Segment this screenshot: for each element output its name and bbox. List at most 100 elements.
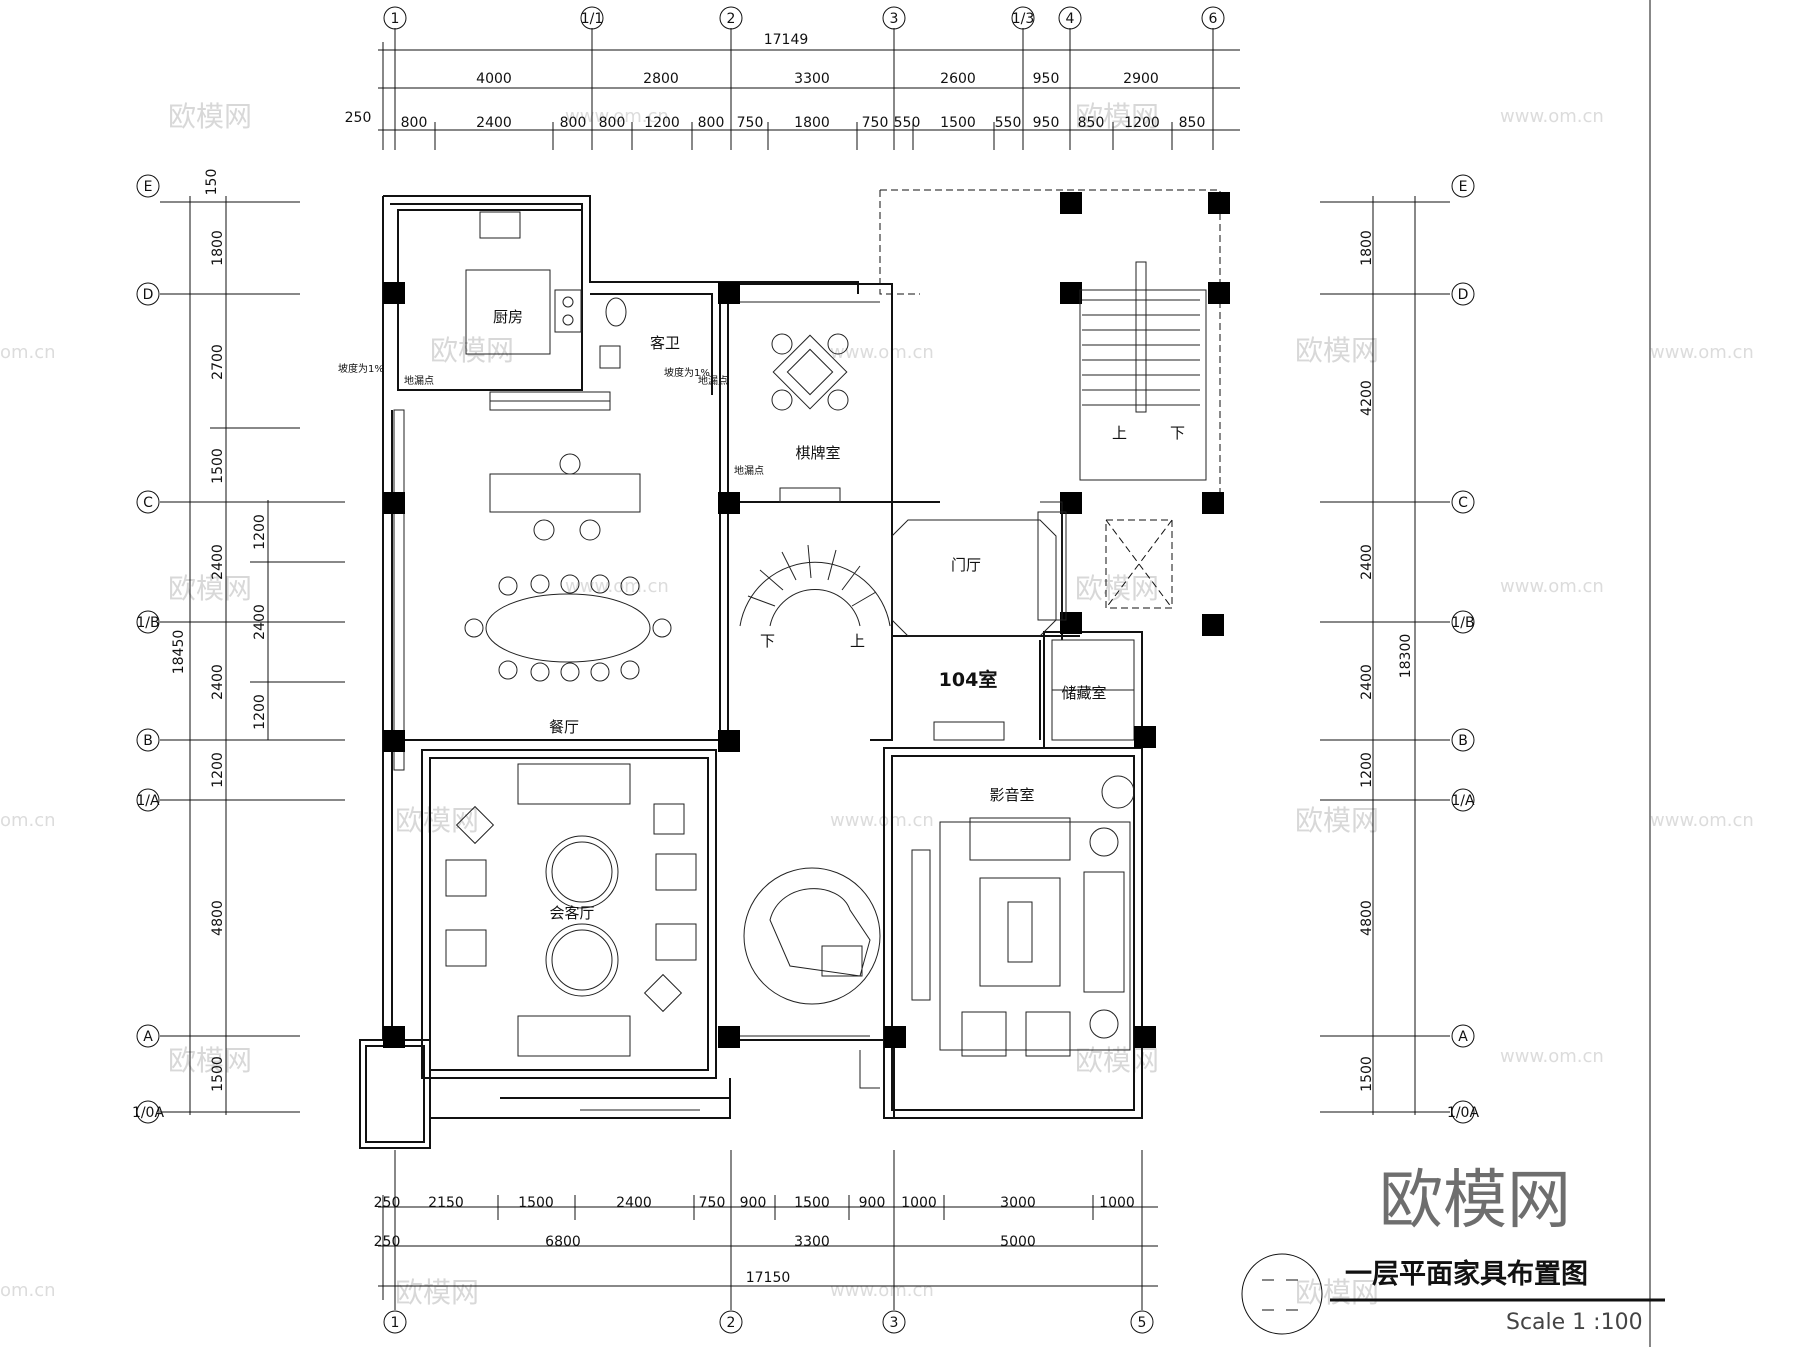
dim-bottom-row2: 5000: [1000, 1234, 1036, 1250]
brand-logo-text: 欧模网: [1379, 1164, 1571, 1238]
dim-left-total: 18450: [171, 630, 187, 675]
room-label-storage: 储藏室: [1061, 684, 1106, 702]
dim-top-row2: 950: [1033, 115, 1060, 131]
dim-bottom-row1: 1500: [518, 1195, 554, 1211]
chess-table: [771, 333, 849, 411]
axis-label-top: 3: [890, 11, 899, 27]
axis-label-right: D: [1458, 287, 1469, 303]
dim-left-outer: 2400: [210, 664, 226, 700]
dim-top-row1: 3300: [794, 71, 830, 87]
watermark-url: www.om.cn: [830, 342, 934, 363]
dim-bottom-row1: 2150: [428, 1195, 464, 1211]
dim-top-row2: 2400: [476, 115, 512, 131]
building-walls: [359, 189, 1221, 1149]
watermark: 欧模网: [1075, 1044, 1159, 1077]
dim-top-row2: 850: [1078, 115, 1105, 131]
top-axis-bubbles: 1 1/1 2 3 1/3 4 6: [383, 6, 1225, 30]
dim-bottom-row1: 900: [859, 1195, 886, 1211]
watermark: 欧模网: [1075, 100, 1159, 133]
left-dimensions: 150 1800 2700 1500 2400 2400 2400 1200 4…: [160, 169, 345, 1115]
dim-left-outer: 2400: [210, 544, 226, 580]
watermark-url: www.om.cn: [565, 576, 669, 597]
dim-top-row1: 4000: [476, 71, 512, 87]
dim-top-row1: 950: [1033, 71, 1060, 87]
axis-label-left: 1/0A: [132, 1105, 165, 1121]
watermark-url: www.om.cn: [1650, 810, 1754, 831]
dim-right-outer: 4200: [1359, 380, 1375, 416]
watermark: 欧模网: [168, 100, 252, 133]
axis-label-left: C: [143, 495, 153, 511]
dim-top-row2: 1500: [940, 115, 976, 131]
stair-up-label: 上: [1112, 424, 1127, 442]
dim-bottom-row1: 900: [740, 1195, 767, 1211]
dim-top-row2: 800: [599, 115, 626, 131]
dim-right-outer: 1500: [1359, 1056, 1375, 1092]
structural-columns: [383, 192, 1230, 1048]
room-label-104: 104室: [939, 668, 998, 691]
spiral-up-label: 上: [850, 632, 865, 650]
dim-top-row1: 2800: [643, 71, 679, 87]
watermark-url: www.om.cn: [1500, 106, 1604, 127]
dining-furniture: [464, 453, 672, 682]
watermark: 欧模网: [430, 334, 514, 367]
bottom-axis-bubbles: 1 2 3 5: [383, 1310, 1154, 1334]
dim-bottom-total: 17150: [746, 1270, 791, 1286]
drawing-scale: Scale 1 :100: [1506, 1310, 1643, 1335]
dim-bottom-row1: 1000: [901, 1195, 937, 1211]
dim-left-inner: 1200: [252, 514, 268, 550]
dim-left-outer: 150: [204, 169, 220, 196]
room-label-kitchen: 厨房: [493, 308, 523, 326]
watermark-url: om.cn: [0, 342, 56, 363]
watermarks: 欧模网 欧模网 欧模网 欧模网 欧模网 欧模网 欧模网 欧模网 欧模网 欧模网 …: [0, 100, 1754, 1309]
slope-note-left: 坡度为1%: [338, 362, 384, 375]
axis-label-left: E: [144, 179, 153, 195]
dim-top-row1: 2600: [940, 71, 976, 87]
axis-label-right: 1/B: [1451, 615, 1474, 631]
dim-bottom-row1: 1000: [1099, 1195, 1135, 1211]
axis-label-right: 1/A: [1451, 793, 1475, 809]
dim-left-outer: 1500: [210, 1056, 226, 1092]
watermark-url: www.om.cn: [1500, 1046, 1604, 1067]
dim-bottom-row1: 750: [699, 1195, 726, 1211]
drain-note: 地漏点: [698, 374, 728, 387]
spiral-down-label: 下: [760, 632, 775, 650]
dim-left-outer: 1500: [210, 448, 226, 484]
stair-down-label: 下: [1170, 424, 1185, 442]
axis-label-bottom: 1: [391, 1315, 400, 1331]
dim-bottom-row1: 2400: [616, 1195, 652, 1211]
dim-bottom-row2: 6800: [545, 1234, 581, 1250]
dim-right-outer: 1800: [1359, 230, 1375, 266]
dim-top-row2: 1800: [794, 115, 830, 131]
watermark: 欧模网: [395, 804, 479, 837]
axis-label-top: 1/3: [1012, 11, 1035, 27]
room-labels: 厨房 客卫 棋牌室 餐厅 门厅 104室 储藏室 会客厅 影音室 坡度为1% 坡…: [338, 308, 1107, 922]
foyer-outline: [891, 501, 1067, 637]
watermark: 欧模网: [395, 1276, 479, 1309]
dim-top-row2: 800: [401, 115, 428, 131]
right-axis-bubbles: E D C 1/B B 1/A A 1/0A: [1447, 174, 1480, 1124]
room-label-chess-room: 棋牌室: [795, 444, 840, 462]
axis-label-bottom: 5: [1138, 1315, 1147, 1331]
axis-label-top: 6: [1209, 11, 1218, 27]
dim-top-row2: 250: [345, 110, 372, 126]
spiral-stair: 下 上: [739, 544, 891, 650]
kitchen-furniture: [465, 211, 627, 369]
drawing-title: 一层平面家具布置图: [1345, 1258, 1588, 1290]
upper-stairs: 上 下: [1079, 261, 1207, 609]
room-label-dining: 餐厅: [549, 718, 579, 736]
watermark: 欧模网: [1295, 334, 1379, 367]
dim-left-inner: 1200: [252, 694, 268, 730]
axis-label-right: C: [1458, 495, 1468, 511]
watermark: 欧模网: [1295, 1276, 1379, 1309]
axis-label-right: A: [1458, 1029, 1468, 1045]
section-bubble: [1241, 1253, 1323, 1335]
dim-top-row2: 550: [894, 115, 921, 131]
living-furniture: [445, 763, 697, 1057]
dim-bottom-row2: 3300: [794, 1234, 830, 1250]
dim-top-row2: 800: [698, 115, 725, 131]
right-dimensions: 1800 4200 2400 2400 1200 4800 1500 18300: [1320, 196, 1450, 1115]
watermark-url: om.cn: [0, 810, 56, 831]
room-label-living: 会客厅: [549, 904, 594, 922]
axis-label-right: 1/0A: [1447, 1105, 1480, 1121]
room-label-foyer: 门厅: [951, 556, 981, 574]
